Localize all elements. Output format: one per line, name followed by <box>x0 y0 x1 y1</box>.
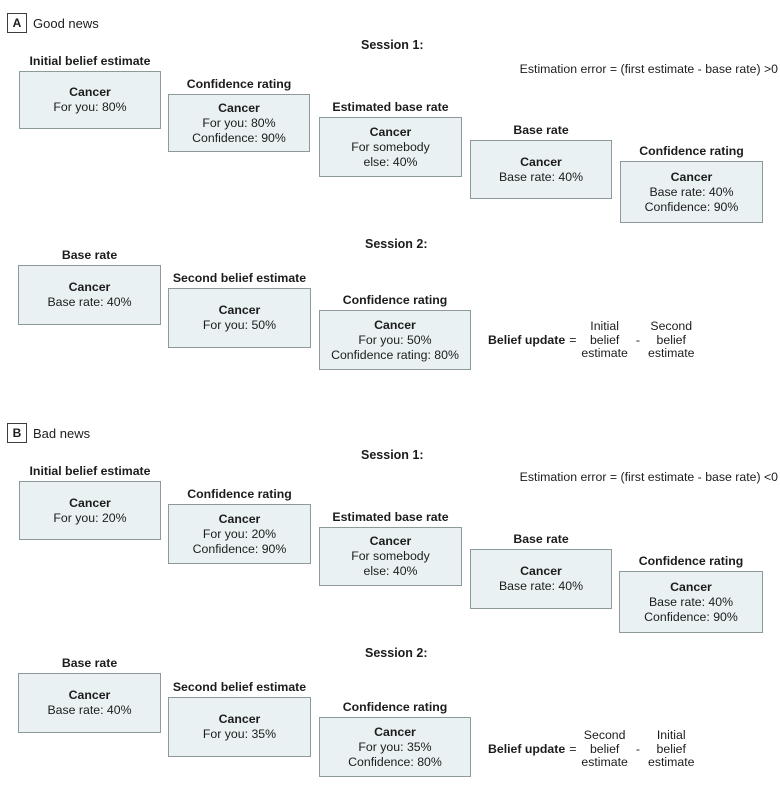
estimation-error-formula: Estimation error = (first estimate - bas… <box>519 470 778 484</box>
box-title: Cancer <box>218 100 260 115</box>
box-line: Base rate: 40% <box>498 169 584 184</box>
formula-lhs: Belief update <box>488 742 566 757</box>
belief-update-formula: Belief update = Initial belief estimate … <box>488 319 695 361</box>
box-label: Base rate <box>61 248 118 262</box>
box-label: Estimated base rate <box>332 100 449 114</box>
formula-operand-second: Initial belief estimate <box>648 728 695 769</box>
box-line: Confidence: 80% <box>348 754 442 769</box>
box-title: Cancer <box>218 712 261 726</box>
stimulus-box: Cancer Base rate: 40% <box>18 673 161 733</box>
box-title: Cancer <box>670 579 712 594</box>
panel-b-badge-letter: B <box>12 426 22 440</box>
box-label: Confidence rating <box>342 700 448 714</box>
box-title: Cancer <box>520 564 562 578</box>
box-line: For you: 50% <box>202 318 277 332</box>
box-line: For you: 35% <box>358 739 432 754</box>
box-line: Confidence: 90% <box>192 130 286 145</box>
box-title: Cancer <box>369 124 412 139</box>
box-line: Base rate: 40% <box>47 295 132 309</box>
equals-sign: = <box>569 333 577 348</box>
stimulus-box: Cancer Base rate: 40% Confidence: 90% <box>619 571 763 633</box>
box-title: Cancer <box>69 495 111 510</box>
session-2-header: Session 2: <box>365 646 428 660</box>
stimulus-box: Cancer For somebody else: 40% <box>319 117 462 177</box>
stimulus-box: Cancer For you: 35% Confidence: 80% <box>319 717 471 777</box>
box-line: Base rate: 40% <box>649 184 734 199</box>
box-label: Second belief estimate <box>172 271 307 285</box>
box-label: Confidence rating <box>342 293 448 307</box>
box-line: For you: 80% <box>53 100 127 114</box>
stimulus-box: Cancer For you: 20% <box>19 481 161 540</box>
panel-b-title: Bad news <box>33 426 91 441</box>
panel-a-badge-letter: A <box>12 16 22 30</box>
stimulus-box: Cancer For you: 80% <box>19 71 161 129</box>
box-label: Confidence rating <box>638 554 744 568</box>
session-2-header: Session 2: <box>365 237 428 251</box>
box-line: For you: 20% <box>202 526 277 541</box>
stimulus-box: Cancer For you: 50% Confidence rating: 8… <box>319 310 471 370</box>
box-line: For you: 50% <box>358 332 432 347</box>
box-label: Confidence rating <box>639 144 744 158</box>
formula-operand-first: Initial belief estimate <box>581 319 628 360</box>
box-line: else: 40% <box>363 154 418 169</box>
stimulus-box: Cancer For you: 80% Confidence: 90% <box>168 94 310 152</box>
stimulus-box: Cancer For you: 20% Confidence: 90% <box>168 504 311 564</box>
box-title: Cancer <box>369 534 412 548</box>
box-label: Initial belief estimate <box>29 464 151 478</box>
equals-sign: = <box>569 742 577 757</box>
box-line: For you: 80% <box>202 115 276 130</box>
stimulus-box: Cancer Base rate: 40% <box>470 140 612 199</box>
box-label: Base rate <box>61 656 118 670</box>
box-title: Cancer <box>218 511 261 526</box>
box-label: Second belief estimate <box>172 680 307 694</box>
box-line: For somebody <box>351 549 430 563</box>
stimulus-box: Cancer Base rate: 40% <box>470 549 612 609</box>
formula-operand-first: Second belief estimate <box>581 728 628 769</box>
box-label: Base rate <box>513 532 569 546</box>
estimation-error-formula: Estimation error = (first estimate - bas… <box>519 62 778 76</box>
box-line: Confidence: 90% <box>192 541 287 556</box>
formula-operand-second: Second belief estimate <box>648 319 695 360</box>
panel-a-badge: A <box>7 13 27 33</box>
box-title: Cancer <box>670 169 713 184</box>
box-title: Cancer <box>374 317 416 332</box>
box-line: else: 40% <box>363 564 418 578</box>
box-title: Cancer <box>68 280 111 294</box>
stimulus-box: Cancer For you: 50% <box>168 288 311 348</box>
box-title: Cancer <box>520 154 562 169</box>
belief-update-formula: Belief update = Second belief estimate -… <box>488 728 695 770</box>
formula-lhs: Belief update <box>488 333 566 348</box>
panel-b-badge: B <box>7 423 27 443</box>
box-title: Cancer <box>68 688 111 702</box>
minus-sign: - <box>635 333 640 348</box>
stimulus-box: Cancer Base rate: 40% <box>18 265 161 325</box>
box-label: Initial belief estimate <box>29 54 151 68</box>
session-1-header: Session 1: <box>361 448 424 462</box>
box-line: For somebody <box>351 139 430 154</box>
box-label: Confidence rating <box>186 77 292 91</box>
box-line: Base rate: 40% <box>498 579 584 593</box>
box-line: Base rate: 40% <box>648 594 734 609</box>
panel-a-title: Good news <box>33 16 99 31</box>
stimulus-box: Cancer For somebody else: 40% <box>319 527 462 586</box>
box-line: For you: 35% <box>202 727 277 741</box>
stimulus-box: Cancer Base rate: 40% Confidence: 90% <box>620 161 763 223</box>
box-label: Base rate <box>513 123 569 137</box>
box-label: Estimated base rate <box>332 510 449 524</box>
box-line: Confidence rating: 80% <box>331 347 459 362</box>
box-title: Cancer <box>69 85 111 99</box>
box-title: Cancer <box>374 724 416 739</box>
box-line: Confidence: 90% <box>644 199 739 214</box>
box-title: Cancer <box>218 303 261 317</box>
box-line: For you: 20% <box>53 510 127 525</box>
box-line: Base rate: 40% <box>47 703 132 717</box>
session-1-header: Session 1: <box>361 38 424 52</box>
box-label: Confidence rating <box>187 487 292 501</box>
minus-sign: - <box>635 742 640 757</box>
stimulus-box: Cancer For you: 35% <box>168 697 311 757</box>
box-line: Confidence: 90% <box>644 609 738 624</box>
